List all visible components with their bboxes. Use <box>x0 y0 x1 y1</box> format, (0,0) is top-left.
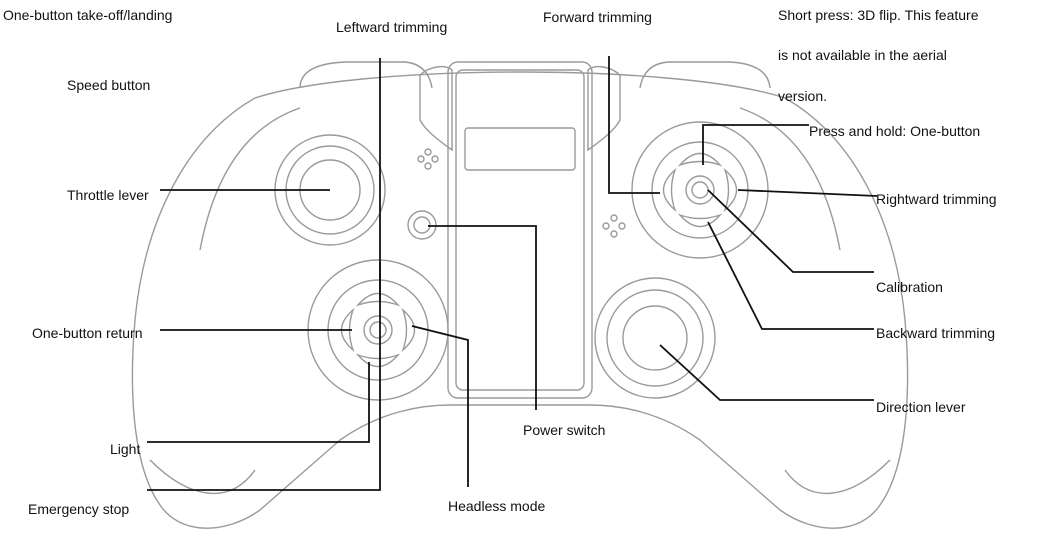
left-dpad-right <box>401 307 416 353</box>
label-flip-note-line3: version. <box>778 88 828 104</box>
right-dpad-down <box>677 213 723 228</box>
label-calibration: Calibration <box>876 279 943 295</box>
label-leftward-trimming: Leftward trimming <box>336 19 448 35</box>
power-switch-knob-inner <box>413 216 431 234</box>
leader-lines <box>147 56 878 491</box>
holder-window <box>464 127 576 171</box>
leader-power-switch <box>428 225 537 410</box>
label-rightward-trimming: Rightward trimming <box>876 191 997 207</box>
label-speed-button: Speed button <box>67 77 151 93</box>
label-flip-note-line4: Press and hold: One-button <box>809 123 981 139</box>
right-bumper <box>639 61 771 89</box>
label-one-button-return: One-button return <box>32 325 143 341</box>
label-direction-lever: Direction lever <box>876 399 966 415</box>
body-inner-left <box>199 107 301 251</box>
power-switch-knob <box>407 210 437 240</box>
grip-left <box>149 459 256 494</box>
phone-holder-inner <box>455 69 585 391</box>
left-dpad-center-inner <box>369 321 387 339</box>
right-dpad-ring <box>631 121 769 259</box>
right-stick-base <box>594 277 716 399</box>
gamepad-body <box>131 71 909 529</box>
phone-holder <box>447 61 593 399</box>
gamepad-outline <box>131 61 909 529</box>
right-stick-ring <box>606 289 704 387</box>
left-dpad-left <box>340 307 355 353</box>
label-headless-mode: Headless mode <box>448 498 546 514</box>
leader-headless-mode <box>411 325 469 487</box>
right-dpad-inner <box>651 141 749 239</box>
label-emergency-stop: Emergency stop <box>28 501 130 517</box>
label-flip-note-line2: is not available in the aerial <box>778 47 1000 63</box>
right-dot-cluster <box>602 214 626 238</box>
holder-clamp-right <box>587 65 621 152</box>
left-dpad-up <box>355 292 401 307</box>
leader-calibration <box>707 189 874 273</box>
right-dpad-left <box>662 167 677 213</box>
label-takeoff-landing: One-button take-off/landing <box>3 7 173 23</box>
leader-backward-trimming <box>707 221 874 330</box>
flip-note-line2-text: is not available in the aerial <box>778 47 947 63</box>
label-forward-trimming: Forward trimming <box>543 9 652 25</box>
label-flip-note-line1: Short press: 3D flip. This feature <box>778 7 979 23</box>
leader-forward-trimming <box>608 56 660 194</box>
right-dpad-center <box>685 175 715 205</box>
left-bumper <box>299 61 433 89</box>
right-stick-cap <box>622 305 688 371</box>
right-dpad-right <box>723 167 738 213</box>
body-inner-right <box>739 107 841 251</box>
label-backward-trimming: Backward trimming <box>876 325 996 341</box>
label-power-switch: Power switch <box>523 422 606 438</box>
holder-clamp-left <box>419 65 453 152</box>
grip-right <box>784 459 891 494</box>
right-dpad-up <box>677 152 723 167</box>
leader-rightward-trimming <box>737 189 878 197</box>
right-dpad-center-inner <box>691 181 709 199</box>
left-dpad-down <box>355 353 401 368</box>
label-throttle-lever: Throttle lever <box>67 187 149 203</box>
leader-light <box>147 362 370 443</box>
leader-emergency-stop <box>147 262 381 491</box>
left-dot-cluster <box>417 148 439 170</box>
left-dpad-center <box>363 315 393 345</box>
leader-press-hold <box>702 124 809 165</box>
label-light: Light <box>110 441 141 457</box>
leader-direction-lever <box>659 344 874 401</box>
